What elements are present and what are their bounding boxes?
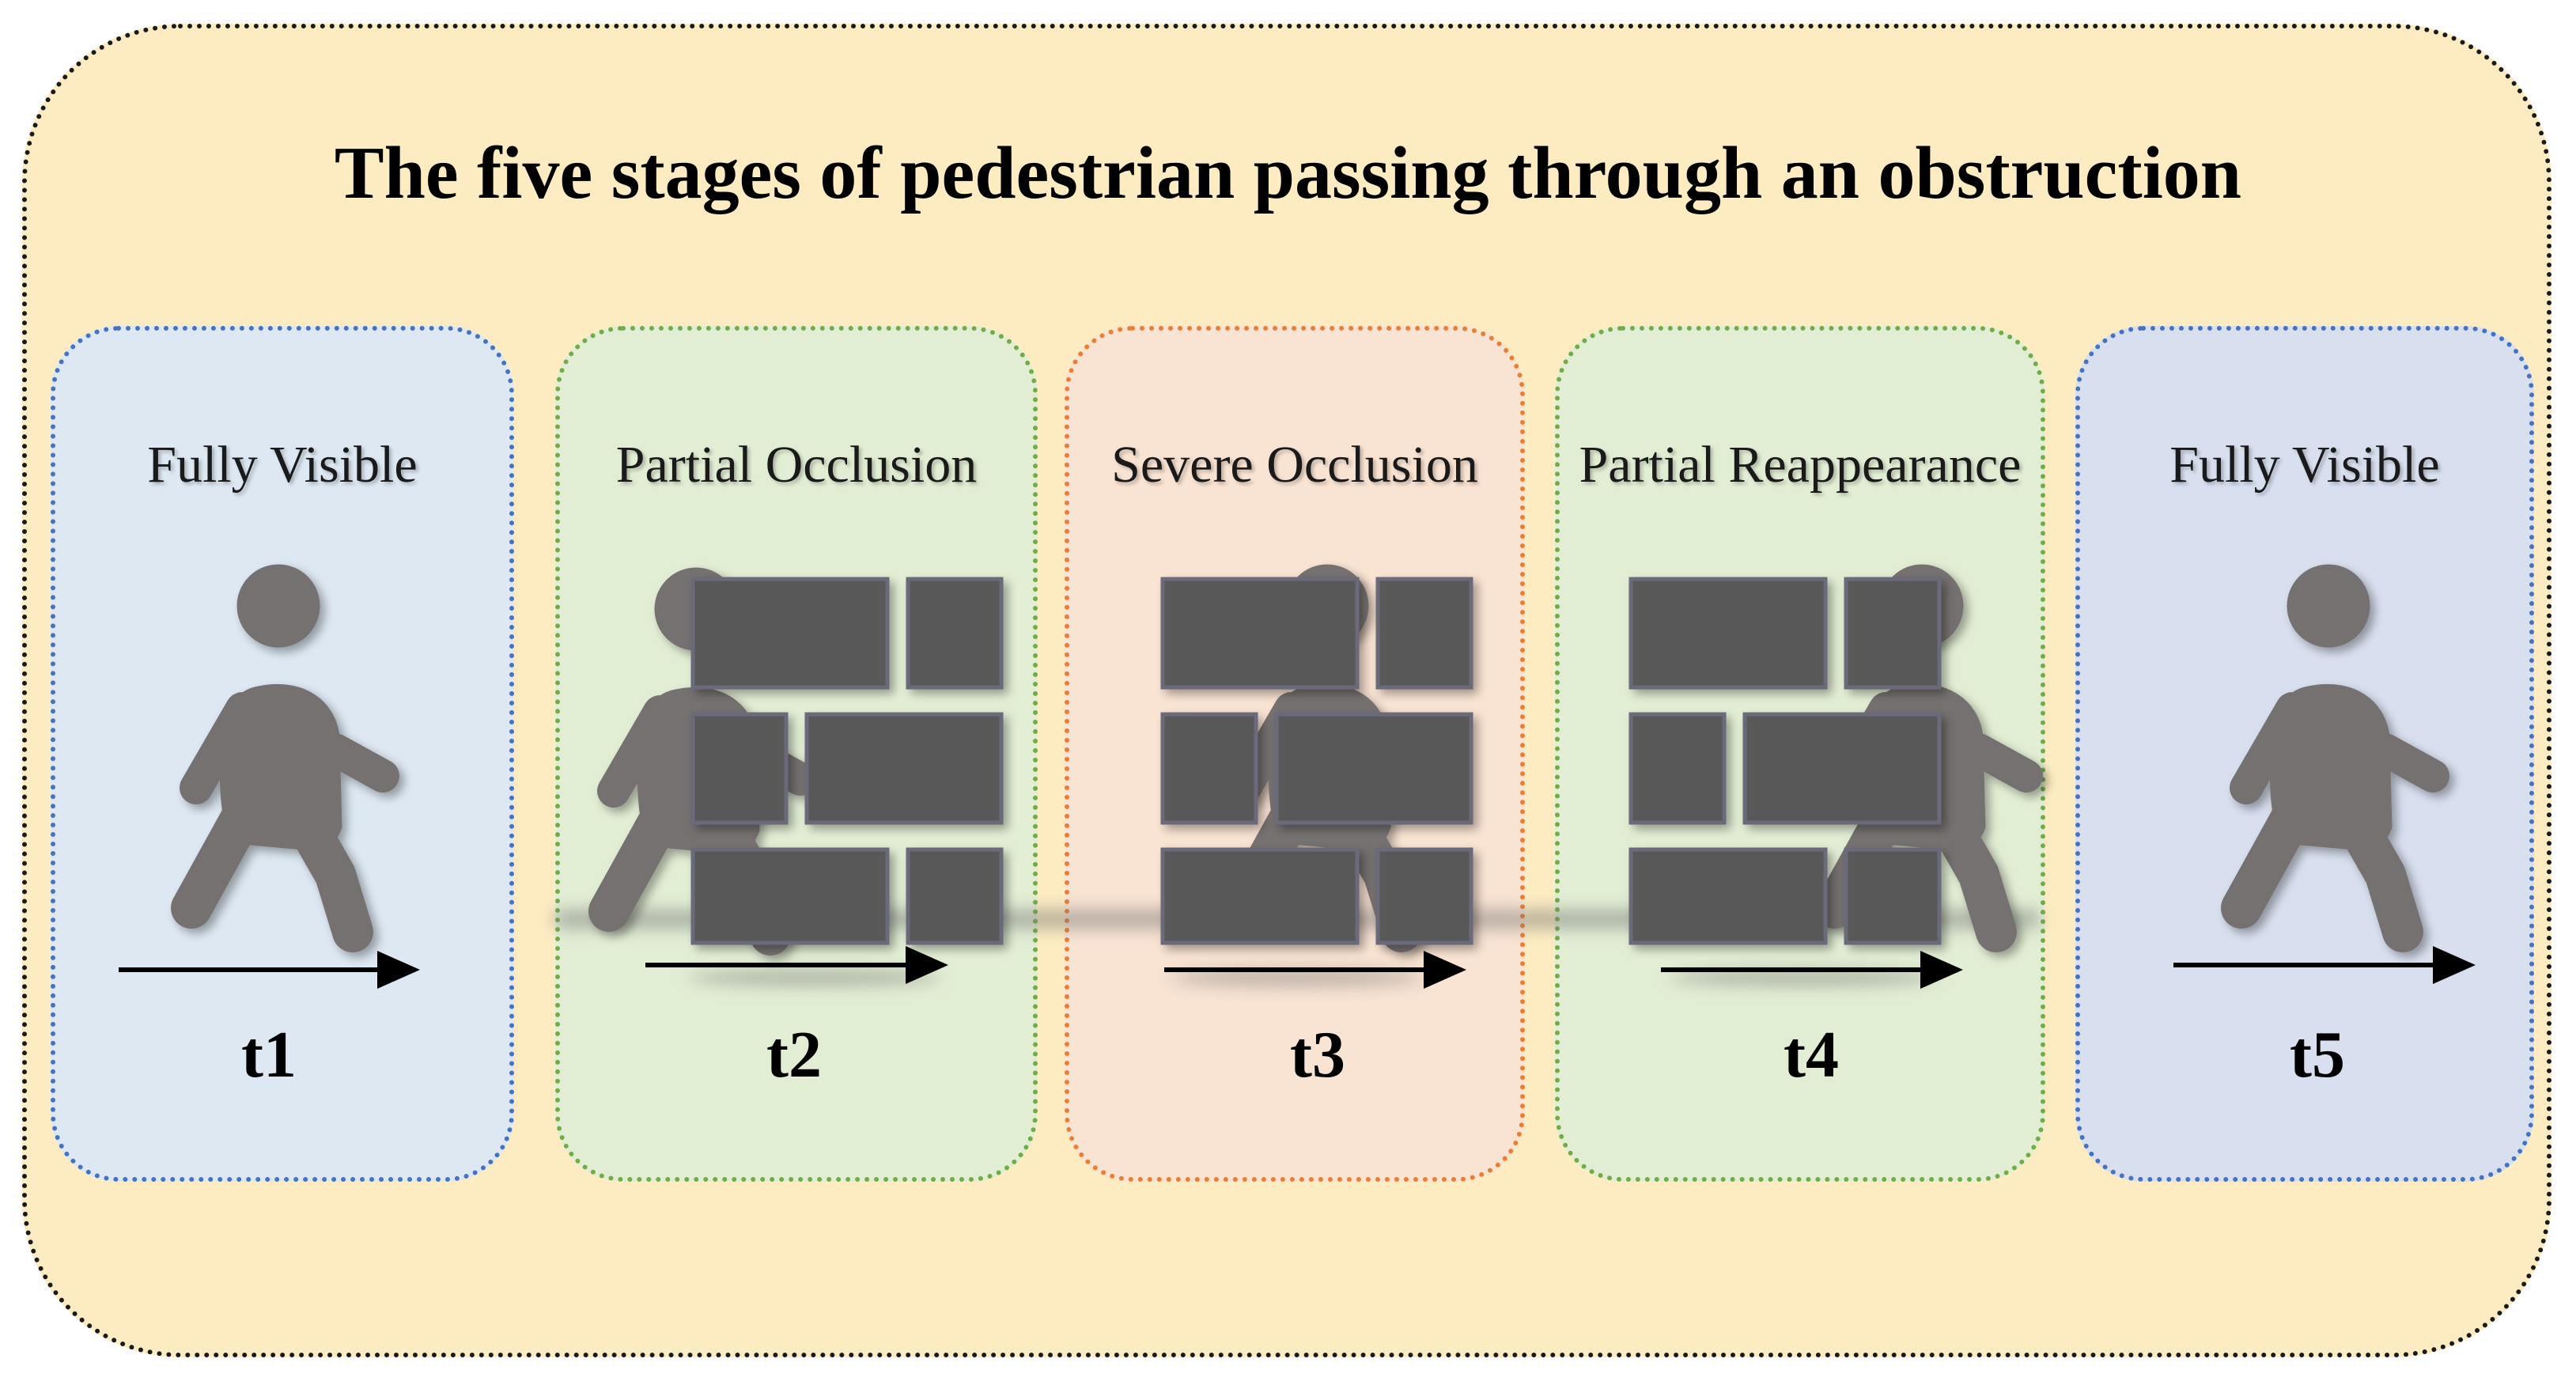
direction-arrows xyxy=(119,946,2476,989)
stage-label-t2: Partial Occlusion xyxy=(615,436,978,494)
brick-wall-icon xyxy=(1163,579,1471,943)
time-label-t3: t3 xyxy=(1290,1018,1345,1092)
stage-label-t1: Fully Visible xyxy=(147,436,418,494)
brick-wall-icon xyxy=(1631,579,1939,943)
walking-person-icon xyxy=(191,565,383,932)
time-label-t1: t1 xyxy=(241,1018,297,1092)
time-label-t4: t4 xyxy=(1784,1018,1839,1092)
time-label-t5: t5 xyxy=(2290,1018,2345,1092)
diagram-title: The five stages of pedestrian passing th… xyxy=(334,132,2242,214)
stage-label-t3: Severe Occlusion xyxy=(1111,436,1478,494)
stage-label-t4: Partial Reappearance xyxy=(1579,436,2022,494)
brick-wall-icon xyxy=(693,579,1001,943)
stage-label-t5: Fully Visible xyxy=(2169,436,2440,494)
time-label-t2: t2 xyxy=(766,1018,822,1092)
walking-person-icon xyxy=(2241,565,2433,932)
